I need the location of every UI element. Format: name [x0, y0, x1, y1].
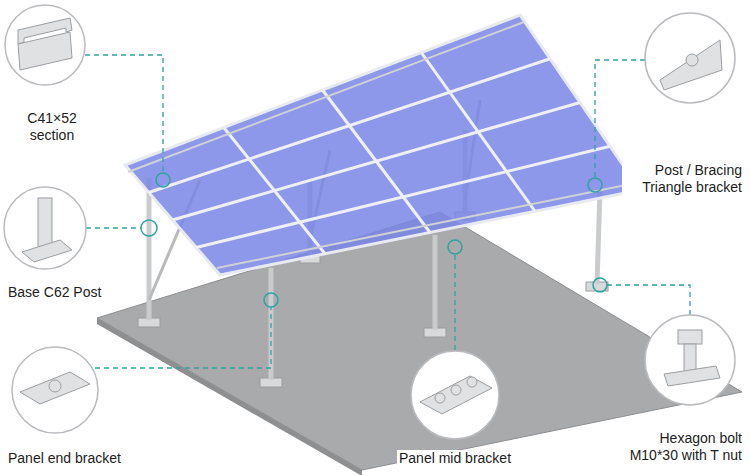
part-label: Base C62 Post — [6, 284, 103, 301]
part-label: Hexagon bolt M10*30 with T nut — [608, 430, 744, 464]
part-label: Panel mid bracket — [397, 450, 513, 467]
part-label: Panel end bracket — [6, 450, 123, 467]
part-label: C41×52 section — [14, 110, 90, 144]
part-label: Post / Bracing Triangle bracket — [622, 162, 744, 196]
